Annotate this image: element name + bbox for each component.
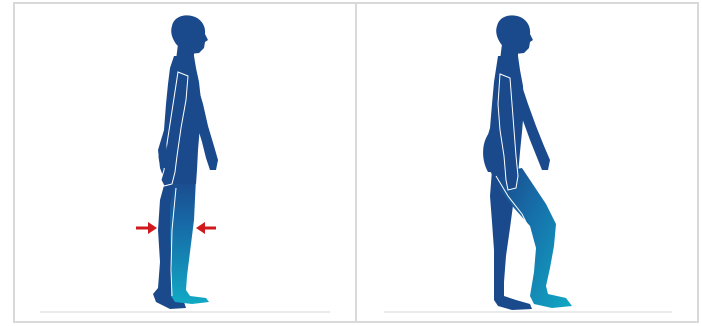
- compression-arrow-right: [196, 222, 216, 234]
- walking-figure: [483, 15, 572, 310]
- standing-head: [171, 15, 208, 54]
- walking-far-arm: [520, 80, 550, 170]
- compression-arrow-left: [136, 222, 157, 234]
- standing-far-arm: [196, 80, 218, 170]
- standing-figure: [153, 15, 218, 309]
- standing-front-leg: [170, 178, 209, 304]
